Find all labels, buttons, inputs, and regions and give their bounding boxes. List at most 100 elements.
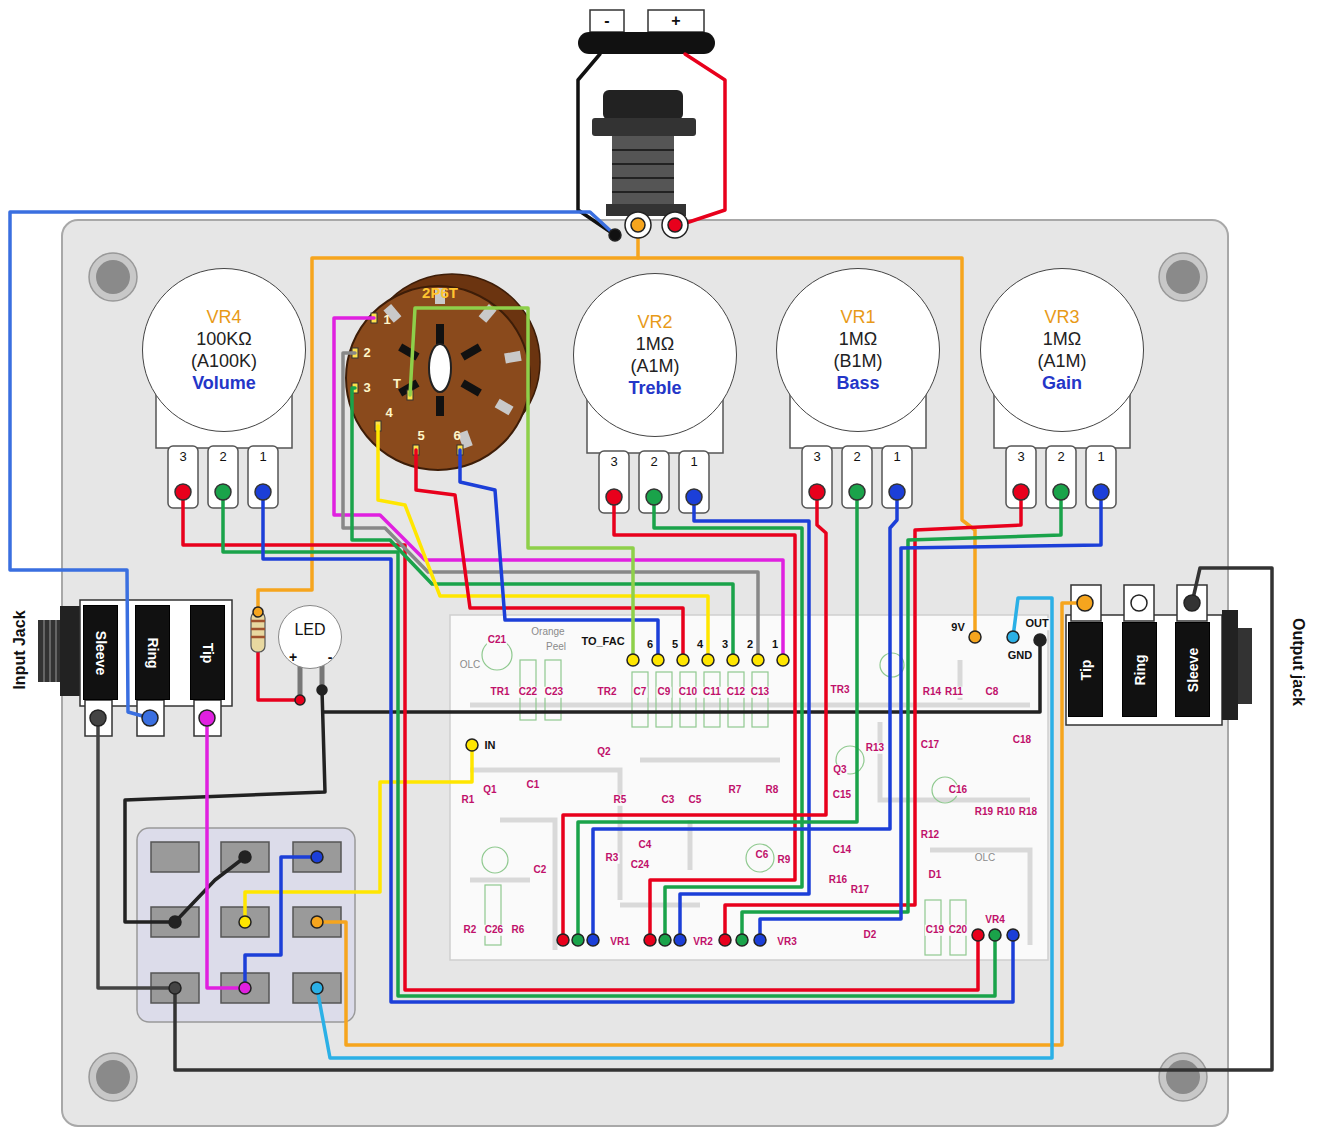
board-text: OLC: [459, 660, 482, 671]
part-label: C9: [657, 687, 672, 698]
part-label: Q1: [482, 785, 497, 796]
part-label: R14: [922, 687, 942, 698]
part-label: R11: [944, 687, 964, 698]
part-label: R12: [920, 830, 940, 841]
lug-name: Tip: [1078, 659, 1094, 680]
part-label: R6: [511, 925, 526, 936]
part-label: C1: [526, 780, 541, 791]
polarity-mark: -: [328, 650, 333, 665]
part-label: C23: [544, 687, 564, 698]
part-value: 1MΩ: [636, 333, 674, 355]
switch-position: 1: [383, 313, 390, 327]
pad-label: 3: [721, 639, 729, 651]
part-label: D2: [863, 930, 878, 941]
part-label: C8: [985, 687, 1000, 698]
part-label: C7: [633, 687, 648, 698]
lug-number: 2: [1057, 450, 1064, 464]
part-label: VR4: [984, 915, 1005, 926]
switch-position: 2: [363, 346, 370, 360]
part-label: C18: [1012, 735, 1032, 746]
switch-position: 5: [417, 429, 424, 443]
jack-name: Input Jack: [12, 610, 29, 689]
lug-number: 3: [179, 450, 186, 464]
lug-name: Tip: [200, 642, 216, 663]
part-label: C16: [948, 785, 968, 796]
pad-label: IN: [484, 740, 497, 752]
potentiometer-knob: VR4100KΩ(A100K)Volume: [142, 268, 306, 432]
control-name: Volume: [192, 372, 256, 394]
rotary-switch: 2P6T: [419, 283, 461, 302]
pad-label: 1: [771, 639, 779, 651]
part-label: VR3: [776, 937, 797, 948]
part-id: VR3: [1044, 306, 1079, 328]
part-label: R10: [996, 807, 1016, 818]
part-value: 1MΩ: [839, 328, 877, 350]
part-label: C21: [487, 635, 507, 646]
jack-lug: Ring: [135, 605, 170, 700]
control-name: Bass: [836, 372, 879, 394]
part-label: R8: [765, 785, 780, 796]
part-label: R9: [777, 855, 792, 866]
part-id: VR4: [206, 306, 241, 328]
part-label: C3: [661, 795, 676, 806]
switch-position: 6: [453, 429, 460, 443]
part-label: R17: [850, 885, 870, 896]
switch-position: T: [393, 377, 401, 391]
part-name: 2P6T: [422, 284, 458, 301]
part-label: D1: [928, 870, 943, 881]
part-label: C13: [750, 687, 770, 698]
switch-position: 4: [385, 406, 392, 420]
lug-number: 1: [690, 455, 697, 469]
part-label: R19: [974, 807, 994, 818]
part-value: 1MΩ: [1043, 328, 1081, 350]
part-label: TR2: [597, 687, 618, 698]
part-label: Q2: [596, 747, 611, 758]
lug-number: 2: [853, 450, 860, 464]
part-label: C5: [688, 795, 703, 806]
part-label: R1: [461, 795, 476, 806]
pad-label: OUT: [1024, 618, 1049, 630]
pad-label: 9V: [950, 622, 965, 634]
part-label: C22: [518, 687, 538, 698]
part-label: C19: [925, 925, 945, 936]
part-type: (A1M): [631, 355, 680, 377]
part-label: C2: [533, 865, 548, 876]
part-label: C11: [702, 687, 722, 698]
control-name: Gain: [1042, 372, 1082, 394]
part-label: C14: [832, 845, 852, 856]
part-label: R2: [463, 925, 478, 936]
lug-number: 1: [1097, 450, 1104, 464]
part-label: R7: [728, 785, 743, 796]
jack-lug: Sleeve: [1175, 622, 1210, 717]
pad-label: TO_FAC: [580, 636, 625, 648]
part-label: C15: [832, 790, 852, 801]
lug-number: 2: [219, 450, 226, 464]
part-label: R5: [613, 795, 628, 806]
part-name: LED: [294, 621, 325, 639]
terminal-label: +: [671, 13, 680, 30]
potentiometer-knob: VR21MΩ(A1M)Treble: [573, 273, 737, 437]
lug-name: Ring: [1132, 654, 1148, 685]
pad-label: 4: [696, 639, 704, 651]
part-label: Q3: [832, 765, 847, 776]
part-label: C17: [920, 740, 940, 751]
lug-name: Sleeve: [93, 630, 109, 674]
pad-label: 6: [646, 639, 654, 651]
part-label: C6: [755, 850, 770, 861]
part-label: R16: [828, 875, 848, 886]
part-label: C26: [484, 925, 504, 936]
part-type: (A1M): [1038, 350, 1087, 372]
part-label: VR2: [692, 937, 713, 948]
terminal-label: -: [604, 13, 609, 30]
potentiometer-knob: VR11MΩ(B1M)Bass: [776, 268, 940, 432]
lug-number: 1: [893, 450, 900, 464]
part-label: R3: [605, 853, 620, 864]
board-text: OLC: [974, 853, 997, 864]
part-id: VR1: [840, 306, 875, 328]
part-label: C20: [948, 925, 968, 936]
pad-label: 2: [746, 639, 754, 651]
part-type: (A100K): [191, 350, 257, 372]
jack-lug: Sleeve: [83, 605, 118, 700]
part-value: 100KΩ: [196, 328, 252, 350]
